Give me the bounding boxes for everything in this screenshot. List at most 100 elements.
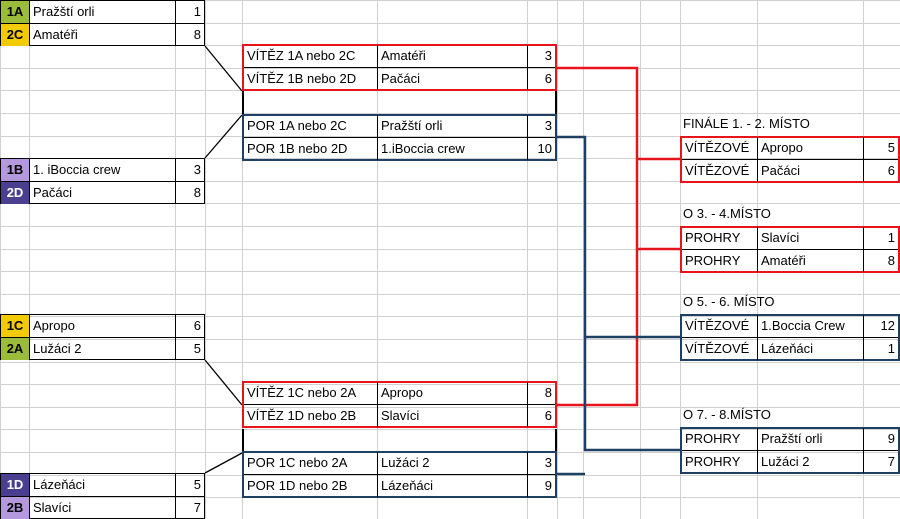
row-divider (0, 337, 205, 338)
match-label: VÍTĚZOVÉ (685, 341, 750, 356)
match-label: VÍTĚZ 1D nebo 2B (247, 408, 357, 423)
team-name[interactable]: 1. iBoccia crew (29, 159, 175, 181)
team-name[interactable]: Lázeňáci (29, 474, 175, 496)
team-name[interactable]: Lužáci 2 (377, 452, 527, 474)
team-name[interactable]: Pačáci (29, 182, 175, 204)
semi-box-win_bottom (242, 381, 557, 428)
team-name[interactable]: Amatéři (377, 45, 527, 67)
final-title: O 5. - 6. MÍSTO (683, 294, 775, 309)
team-score[interactable]: 12 (863, 315, 898, 337)
team-name[interactable]: Slavíci (377, 405, 527, 427)
team-name[interactable]: Pačáci (757, 160, 863, 182)
team-name[interactable]: Pražští orli (377, 115, 527, 137)
team-score[interactable]: 6 (527, 68, 555, 90)
row-divider (0, 23, 205, 24)
team-name[interactable]: Pražští orli (29, 1, 175, 23)
match-label: PROHRY (685, 253, 741, 268)
row-divider (244, 474, 555, 475)
team-score[interactable]: 5 (863, 137, 898, 159)
row-divider (244, 137, 555, 138)
team-score[interactable]: 6 (527, 405, 555, 427)
team-name[interactable]: Pražští orli (757, 428, 863, 450)
row-divider (244, 67, 555, 68)
team-score[interactable]: 3 (527, 115, 555, 137)
team-score[interactable]: 6 (175, 315, 204, 337)
bracket-line (204, 359, 243, 406)
group-code: 1D (1, 474, 29, 496)
team-score[interactable]: 3 (527, 452, 555, 474)
match-label: VÍTĚZOVÉ (685, 318, 750, 333)
winner-connector (557, 249, 639, 407)
final-box (680, 427, 900, 474)
group-code: 1B (1, 159, 29, 181)
bracket-line (204, 452, 243, 474)
team-name[interactable]: Slavíci (757, 227, 863, 249)
final-title: O 7. - 8.MÍSTO (683, 407, 771, 422)
team-name[interactable]: Slavíci (29, 497, 175, 519)
match-label: VÍTĚZOVÉ (685, 163, 750, 178)
team-name[interactable]: Lázeňáci (377, 475, 527, 497)
match-label: PROHRY (685, 230, 741, 245)
team-name[interactable]: Lužáci 2 (757, 451, 863, 473)
final-box (680, 226, 900, 273)
team-name[interactable]: Apropo (29, 315, 175, 337)
semi-box-lose_bottom (242, 451, 557, 498)
team-name[interactable]: Apropo (377, 382, 527, 404)
team-score[interactable]: 10 (527, 138, 555, 160)
team-score[interactable]: 7 (175, 497, 204, 519)
team-name[interactable]: 1.Boccia Crew (757, 315, 863, 337)
team-score[interactable]: 3 (527, 45, 555, 67)
bracket-line (204, 45, 243, 92)
semi-box-win_top (242, 44, 557, 91)
final-box (680, 314, 900, 361)
match-label: POR 1A nebo 2C (247, 118, 347, 133)
team-name[interactable]: Pačáci (377, 68, 527, 90)
team-score[interactable]: 9 (863, 428, 898, 450)
team-score[interactable]: 1 (863, 338, 898, 360)
team-score[interactable]: 3 (175, 159, 204, 181)
group-code: 1A (1, 1, 29, 23)
team-score[interactable]: 9 (527, 475, 555, 497)
match-label: POR 1D nebo 2B (247, 478, 348, 493)
team-score[interactable]: 8 (863, 250, 898, 272)
match-label: VÍTĚZ 1C nebo 2A (247, 385, 357, 400)
group-code: 2A (1, 338, 29, 360)
team-score[interactable]: 5 (175, 338, 204, 360)
team-name[interactable]: Lužáci 2 (29, 338, 175, 360)
loser-connector (557, 135, 680, 452)
group-code: 2D (1, 182, 29, 204)
group-code: 2B (1, 497, 29, 519)
team-name[interactable]: Amatéři (757, 250, 863, 272)
team-score[interactable]: 6 (863, 160, 898, 182)
row-divider (244, 404, 555, 405)
team-score[interactable]: 8 (175, 24, 204, 46)
team-score[interactable]: 8 (175, 182, 204, 204)
row-divider (682, 450, 898, 451)
team-score[interactable]: 1 (863, 227, 898, 249)
match-label: VÍTĚZ 1A nebo 2C (247, 48, 356, 63)
team-score[interactable]: 5 (175, 474, 204, 496)
team-name[interactable]: Lázeňáci (757, 338, 863, 360)
final-title: O 3. - 4.MÍSTO (683, 206, 771, 221)
row-divider (682, 249, 898, 250)
row-divider (682, 159, 898, 160)
match-label: POR 1B nebo 2D (247, 141, 348, 156)
team-score[interactable]: 8 (527, 382, 555, 404)
team-score[interactable]: 1 (175, 1, 204, 23)
match-label: PROHRY (685, 454, 741, 469)
group-code: 1C (1, 315, 29, 337)
match-label: VÍTĚZ 1B nebo 2D (247, 71, 357, 86)
row-divider (0, 181, 205, 182)
team-name[interactable]: Apropo (757, 137, 863, 159)
final-title: FINÁLE 1. - 2. MÍSTO (683, 116, 810, 131)
team-name[interactable]: Amatéři (29, 24, 175, 46)
team-score[interactable]: 7 (863, 451, 898, 473)
team-name[interactable]: 1.iBoccia crew (377, 138, 527, 160)
match-label: PROHRY (685, 431, 741, 446)
row-divider (682, 337, 898, 338)
row-divider (0, 496, 205, 497)
semi-spacer (242, 429, 557, 453)
match-label: VÍTĚZOVÉ (685, 140, 750, 155)
match-label: POR 1C nebo 2A (247, 455, 348, 470)
